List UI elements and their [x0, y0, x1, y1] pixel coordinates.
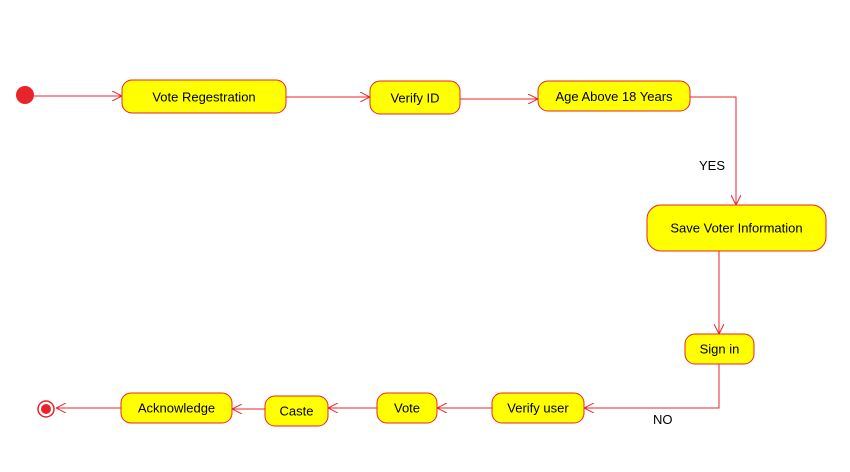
action-verify-user-label: Verify user [507, 401, 569, 416]
action-save-voter-info: Save Voter Information [646, 204, 827, 252]
action-save-voter-info-label: Save Voter Information [670, 221, 802, 236]
edge-age-check-to-save-voter-info [690, 96, 736, 205]
edge-sign-in-to-verify-user [584, 364, 720, 408]
action-caste-label: Caste [280, 404, 314, 419]
action-age-check-label: Age Above 18 Years [555, 89, 673, 104]
edge-label-yes: YES [699, 158, 725, 173]
action-acknowledge: Acknowledge [120, 392, 233, 424]
action-age-check: Age Above 18 Years [537, 80, 691, 112]
edge-label-no: NO [653, 412, 673, 427]
action-sign-in-label: Sign in [700, 342, 740, 357]
action-sign-in: Sign in [684, 333, 755, 365]
action-verify-user: Verify user [491, 392, 585, 424]
end-node [37, 400, 55, 418]
action-vote-registration: Vote Regestration [121, 79, 287, 114]
action-vote-registration-label: Vote Regestration [152, 90, 255, 105]
start-node [16, 86, 34, 104]
action-caste: Caste [264, 395, 329, 427]
action-vote: Vote [376, 392, 438, 424]
action-verify-id-label: Verify ID [390, 91, 439, 106]
action-acknowledge-label: Acknowledge [138, 401, 215, 416]
action-vote-label: Vote [394, 401, 420, 416]
edges [34, 96, 736, 409]
action-verify-id: Verify ID [369, 80, 461, 115]
